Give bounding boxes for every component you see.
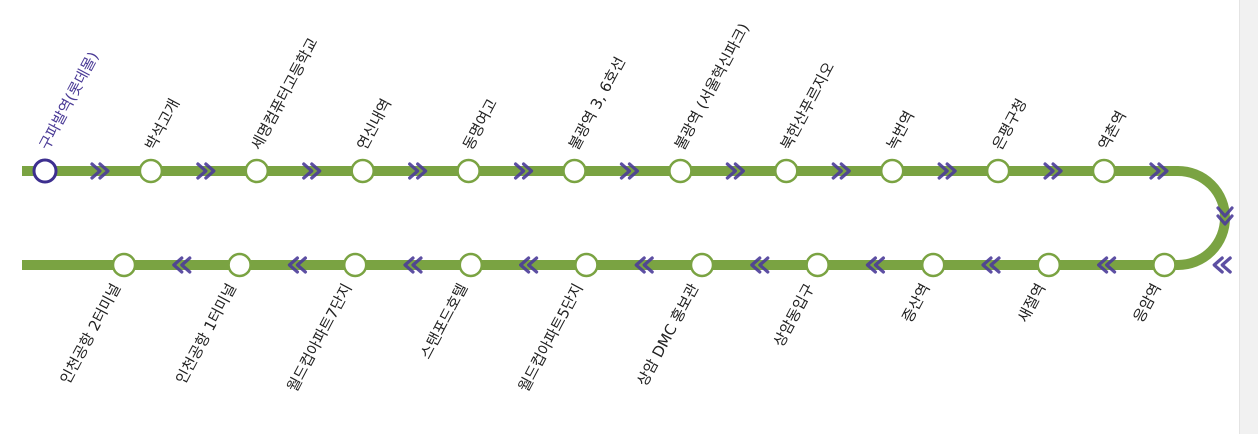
stop-marker[interactable] (689, 252, 715, 278)
stop-marker[interactable] (879, 158, 905, 184)
stop-marker[interactable] (1091, 158, 1117, 184)
stop-label: 동명여고 (459, 96, 501, 153)
stop-label: 월드컵아파트7단지 (284, 280, 356, 394)
arrow-right (937, 162, 957, 180)
stop-marker[interactable] (111, 252, 137, 278)
arrow-left (287, 256, 307, 274)
stop-8[interactable]: 북한산푸르지오 (774, 59, 838, 184)
stop-marker[interactable] (1152, 252, 1177, 278)
stop-marker[interactable] (227, 252, 252, 278)
stop-marker[interactable] (774, 158, 799, 184)
stop-label: 새절역 (1014, 280, 1049, 325)
stop-marker[interactable] (668, 158, 693, 184)
stop-20[interactable]: 인천공항 1터미널 (172, 252, 252, 387)
stop-marker[interactable] (1036, 252, 1062, 278)
stop-label: 세명컴퓨터고등학교 (247, 35, 321, 153)
stop-marker[interactable] (920, 252, 946, 278)
arrow-right (1043, 162, 1063, 180)
stop-label: 불광역 3, 6호선 (565, 54, 629, 153)
stop-marker[interactable] (244, 158, 270, 184)
stop-label: 증산역 (898, 280, 933, 325)
stop-label: 은평구청 (989, 96, 1031, 153)
stop-19[interactable]: 월드컵아파트7단지 (284, 252, 368, 395)
route-line (22, 166, 1230, 270)
stop-label: 상암동입구 (770, 280, 818, 349)
stop-18[interactable]: 스탠포드호텔 (417, 252, 484, 362)
stop-label: 응암역 (1130, 280, 1165, 325)
stop-label: 박석고개 (142, 96, 184, 153)
arrow-right (619, 162, 640, 180)
stop-label: 북한산푸르지오 (777, 59, 838, 153)
arrow-left (981, 256, 1001, 274)
stop-label: 스탠포드호텔 (417, 280, 472, 362)
arrow-right (408, 162, 428, 180)
arrow-right (831, 162, 851, 180)
stop-marker[interactable] (342, 252, 368, 278)
stop-1[interactable]: 구파발역(롯데몰) (32, 49, 103, 184)
current-stop-marker[interactable] (32, 158, 58, 184)
arrow-down (1216, 206, 1234, 226)
stop-17[interactable]: 월드컵아파트5단지 (515, 252, 599, 395)
stop-marker[interactable] (562, 158, 587, 184)
stop-3[interactable]: 세명컴퓨터고등학교 (244, 35, 322, 184)
arrow-right (1149, 162, 1169, 180)
arrow-left (865, 256, 885, 274)
arrow-left (750, 256, 770, 274)
stop-label: 녹번역 (883, 108, 918, 153)
stop-label: 구파발역(롯데몰) (36, 49, 103, 153)
arrow-left (1212, 256, 1232, 274)
stop-label: 역촌역 (1095, 108, 1130, 153)
stop-marker[interactable] (458, 252, 484, 278)
arrow-left (172, 256, 192, 274)
stop-7[interactable]: 불광역 (서울혁신파크) (668, 20, 753, 184)
arrow-right (302, 162, 322, 180)
stop-21[interactable]: 인천공항 2터미널 (57, 252, 137, 387)
route-line-path (22, 166, 1230, 270)
stop-label: 상암 DMC 홍보관 (633, 280, 702, 389)
direction-arrows (90, 162, 1234, 274)
stop-marker[interactable] (456, 158, 481, 184)
arrow-left (634, 256, 654, 274)
arrow-right (513, 162, 534, 180)
arrow-left (403, 256, 423, 274)
stop-label: 불광역 (서울혁신파크) (671, 20, 753, 153)
arrow-right (196, 162, 216, 180)
arrow-right (725, 162, 745, 180)
stop-6[interactable]: 불광역 3, 6호선 (562, 54, 630, 184)
stop-marker[interactable] (574, 252, 599, 278)
stop-marker[interactable] (985, 158, 1011, 184)
stop-label: 월드컵아파트5단지 (515, 280, 587, 394)
arrow-left (519, 256, 539, 274)
arrow-left (1097, 256, 1117, 274)
stop-16[interactable]: 상암 DMC 홍보관 (633, 252, 715, 389)
arrow-right (90, 162, 110, 180)
stop-label: 인천공항 1터미널 (172, 280, 240, 386)
stop-marker[interactable] (138, 158, 164, 184)
stop-marker[interactable] (805, 252, 830, 278)
stop-label: 인천공항 2터미널 (57, 280, 125, 386)
stop-marker[interactable] (350, 158, 375, 184)
scrollbar-track[interactable] (1239, 0, 1258, 434)
stop-label: 연신내역 (353, 96, 395, 153)
